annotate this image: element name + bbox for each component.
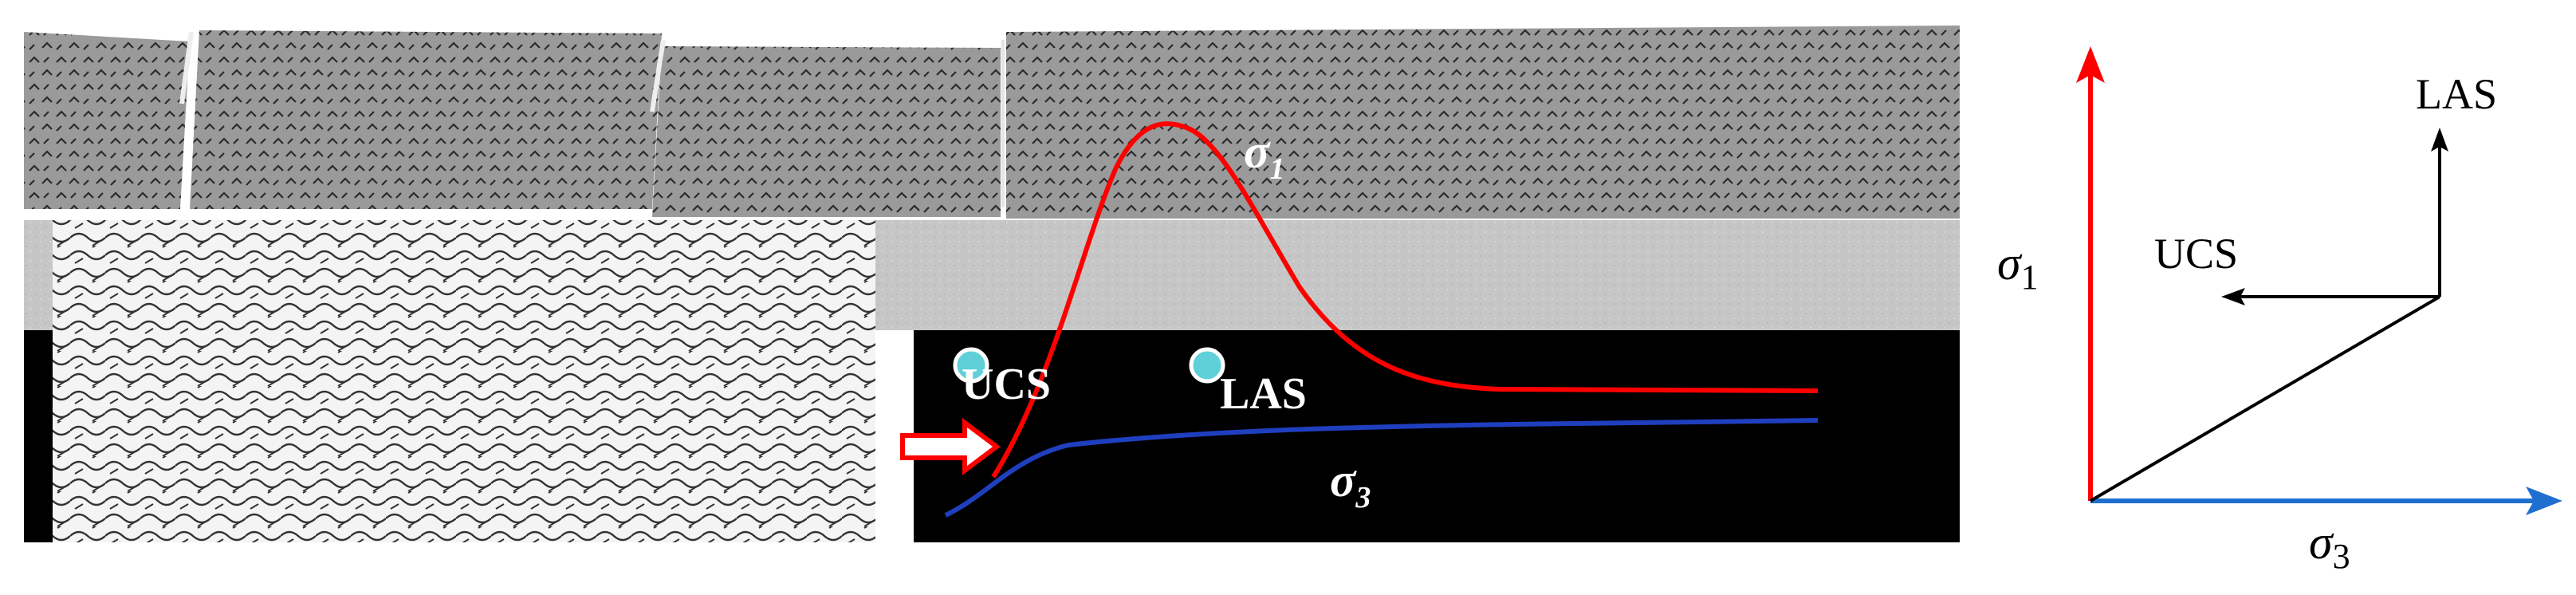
roof-block bbox=[1006, 26, 1960, 219]
roof-fracture bbox=[650, 39, 666, 112]
roof-block bbox=[652, 46, 1001, 217]
sigma3-axis-arrowhead bbox=[2526, 487, 2562, 515]
ucs-point-label: UCS bbox=[962, 360, 1051, 409]
stress-path-diagram: σ1 σ3 LAS UCS bbox=[1997, 46, 2562, 576]
gob-area bbox=[53, 220, 875, 542]
roof-block bbox=[190, 30, 662, 209]
las-point-marker bbox=[1189, 347, 1225, 384]
sigma3-curve bbox=[944, 418, 1819, 518]
roof-fracture bbox=[179, 31, 194, 104]
las-arrowhead bbox=[2431, 128, 2448, 152]
ucs-label: UCS bbox=[2154, 230, 2238, 278]
las-label: LAS bbox=[2416, 70, 2497, 118]
sigma3-axis-label: σ3 bbox=[2309, 516, 2350, 576]
sigma1-curve bbox=[991, 121, 1819, 479]
sigma3-curve-label: σ3 bbox=[1330, 454, 1371, 514]
sigma1-axis-label: σ1 bbox=[1997, 237, 2039, 297]
sigma1-curve-label: σ1 bbox=[1244, 125, 1284, 186]
las-point-label: LAS bbox=[1220, 369, 1307, 419]
cross-section: UCS LAS σ1 σ3 bbox=[24, 26, 1960, 542]
ucs-arrowhead bbox=[2221, 288, 2245, 305]
sigma1-axis-arrowhead bbox=[2076, 46, 2105, 83]
roadway bbox=[914, 330, 1960, 542]
stress-path-line bbox=[2089, 295, 2441, 502]
roof-block bbox=[24, 32, 190, 209]
advance-arrow bbox=[900, 418, 1001, 475]
ucs-point-marker bbox=[953, 347, 989, 384]
left-boundary bbox=[24, 330, 54, 542]
